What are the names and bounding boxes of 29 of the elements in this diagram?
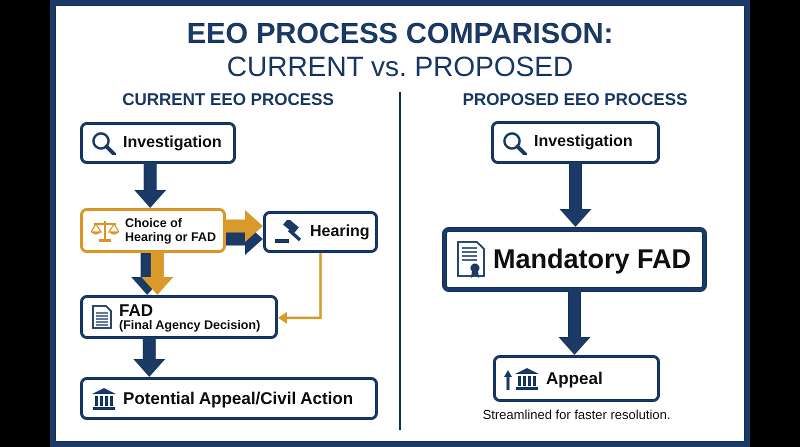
node-label: Mandatory FAD — [493, 245, 692, 274]
process-box — [263, 211, 378, 253]
arrow — [278, 253, 322, 324]
node-label: Streamlined for faster resolution. — [482, 407, 672, 422]
process-box — [80, 208, 226, 253]
subtitle: CURRENT vs. PROPOSED — [226, 51, 574, 83]
arrow — [134, 164, 166, 208]
process-box — [80, 377, 378, 420]
process-box — [493, 355, 660, 402]
section-heading: PROPOSED EEO PROCESS — [462, 90, 688, 110]
node-label: Potential Appeal/Civil Action — [123, 390, 354, 408]
node-sublabel: (Final Agency Decision) — [119, 319, 260, 332]
arrow — [226, 210, 263, 242]
arrow — [141, 253, 174, 295]
process-box — [80, 122, 236, 164]
node-label: Choice of Hearing or FAD — [125, 217, 217, 244]
process-box — [80, 295, 278, 339]
node-label: FAD — [119, 302, 154, 320]
arrow — [558, 292, 590, 355]
section-heading: CURRENT EEO PROCESS — [121, 90, 335, 110]
node-label: Appeal — [546, 370, 603, 388]
title: EEO PROCESS COMPARISON: — [186, 18, 614, 51]
arrow — [560, 164, 592, 227]
node-label: Hearing — [310, 224, 370, 240]
process-box — [442, 227, 707, 292]
arrow — [133, 339, 166, 377]
node-label: Investigation — [534, 134, 633, 151]
node-label: Investigation — [123, 134, 222, 152]
process-box — [491, 121, 660, 164]
